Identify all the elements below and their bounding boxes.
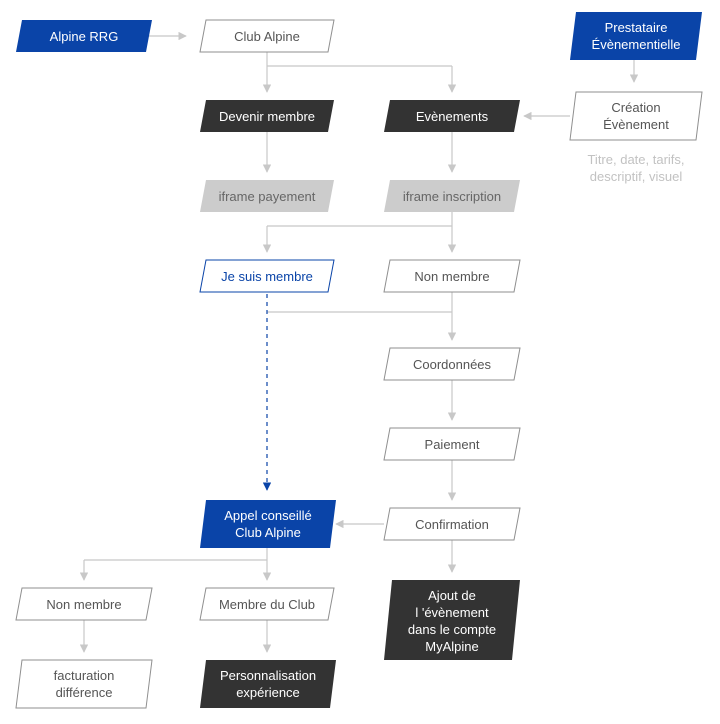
node-label: Évènement: [603, 117, 669, 132]
node-label: Non membre: [46, 597, 121, 612]
node-label: différence: [56, 685, 113, 700]
node-label: Evènements: [416, 109, 489, 124]
node-label: MyAlpine: [425, 639, 478, 654]
line-appel-branch: [84, 548, 268, 561]
node-label: Club Alpine: [235, 525, 301, 540]
node-je-suis-membre: Je suis membre: [199, 259, 335, 293]
node-confirmation: Confirmation: [383, 507, 521, 541]
note-line: descriptif, visuel: [590, 169, 683, 184]
node-label: iframe inscription: [403, 189, 501, 204]
connectors: [79, 31, 639, 653]
node-devenir-membre: Devenir membre: [200, 100, 334, 132]
node-creation-evenement: Création Évènement: [569, 91, 703, 141]
node-paiement: Paiement: [383, 427, 521, 461]
node-label: Évènementielle: [592, 37, 681, 52]
line-inscription-branch: [267, 212, 453, 227]
note-line: Titre, date, tarifs,: [587, 152, 684, 167]
node-label: Non membre: [414, 269, 489, 284]
node-non-membre-bottom: Non membre: [15, 587, 153, 621]
node-prestataire-evenementielle: Prestataire Évènementielle: [570, 12, 702, 60]
node-label: Membre du Club: [219, 597, 315, 612]
node-label: Création: [611, 100, 660, 115]
node-label: Alpine RRG: [50, 29, 119, 44]
node-label: iframe payement: [219, 189, 316, 204]
creation-note: Titre, date, tarifs, descriptif, visuel: [587, 152, 684, 184]
node-personnalisation-experience: Personnalisation expérience: [200, 660, 336, 708]
node-label: facturation: [54, 668, 115, 683]
line-club-branch: [266, 52, 452, 67]
node-non-membre-top: Non membre: [383, 259, 521, 293]
node-club-alpine: Club Alpine: [199, 19, 335, 53]
node-evenements: Evènements: [384, 100, 520, 132]
node-iframe-inscription: iframe inscription: [384, 180, 520, 212]
node-appel-conseille-club-alpine: Appel conseillé Club Alpine: [200, 500, 336, 548]
node-ajout-evenement-myalpine: Ajout de l 'évènement dans le compte MyA…: [384, 580, 520, 660]
node-alpine-rrg: Alpine RRG: [16, 20, 152, 52]
node-label: Personnalisation: [220, 668, 316, 683]
node-label: Je suis membre: [221, 269, 313, 284]
node-label: dans le compte: [408, 622, 496, 637]
node-label: Prestataire: [605, 20, 668, 35]
node-label: Ajout de: [428, 588, 476, 603]
node-membre-du-club: Membre du Club: [199, 587, 335, 621]
node-label: Coordonnées: [413, 357, 492, 372]
node-label: Devenir membre: [219, 109, 315, 124]
node-label: l 'évènement: [415, 605, 489, 620]
node-facturation-difference: facturation différence: [15, 659, 153, 709]
node-label: Club Alpine: [234, 29, 300, 44]
node-coordonnees: Coordonnées: [383, 347, 521, 381]
node-label: Confirmation: [415, 517, 489, 532]
node-label: Appel conseillé: [224, 508, 311, 523]
node-iframe-payement: iframe payement: [200, 180, 334, 212]
node-label: Paiement: [425, 437, 480, 452]
node-label: expérience: [236, 685, 300, 700]
